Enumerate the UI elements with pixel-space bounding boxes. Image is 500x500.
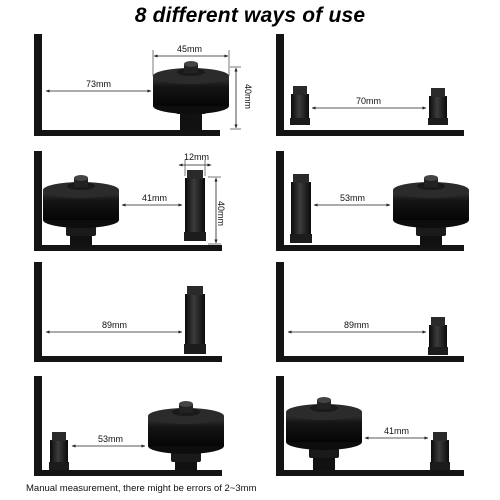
- post: [290, 86, 310, 125]
- post: [184, 286, 206, 354]
- panel-6: 89mm: [276, 262, 464, 362]
- dimension-label: 40mm: [243, 84, 253, 109]
- dimension-label: 53mm: [340, 193, 365, 203]
- post: [184, 170, 206, 241]
- dimension-label: 70mm: [356, 96, 381, 106]
- post: [49, 432, 69, 470]
- dimension-label: 45mm: [177, 44, 202, 54]
- panel-1: 73mm 45mm 40mm: [34, 34, 253, 136]
- wheel: [286, 397, 362, 470]
- wheel: [148, 401, 224, 470]
- post: [290, 174, 312, 243]
- panel-5: 89mm: [34, 262, 222, 362]
- wheel: [393, 175, 469, 245]
- dimension-label: 89mm: [102, 320, 127, 330]
- wheel: [153, 61, 229, 131]
- post: [428, 88, 448, 125]
- wheel: [43, 175, 119, 245]
- dimension-label: 89mm: [344, 320, 369, 330]
- panel-2: 70mm: [276, 34, 464, 136]
- panel-4: 53mm: [276, 151, 469, 251]
- dimension-label: 40mm: [216, 201, 226, 226]
- dimension-label: 73mm: [86, 79, 111, 89]
- post: [428, 317, 448, 355]
- page-title: 8 different ways of use: [134, 4, 366, 27]
- panel-3: 41mm 12mm 40mm: [34, 151, 226, 251]
- dimension-label: 41mm: [142, 193, 167, 203]
- post: [430, 432, 450, 470]
- panel-8: 41mm: [276, 376, 464, 476]
- dimension-label: 53mm: [98, 434, 123, 444]
- footer-note: Manual measurement, there might be error…: [26, 483, 257, 494]
- dimension-label: 12mm: [184, 152, 209, 162]
- panel-7: 53mm: [34, 376, 224, 476]
- dimension-label: 41mm: [384, 426, 409, 436]
